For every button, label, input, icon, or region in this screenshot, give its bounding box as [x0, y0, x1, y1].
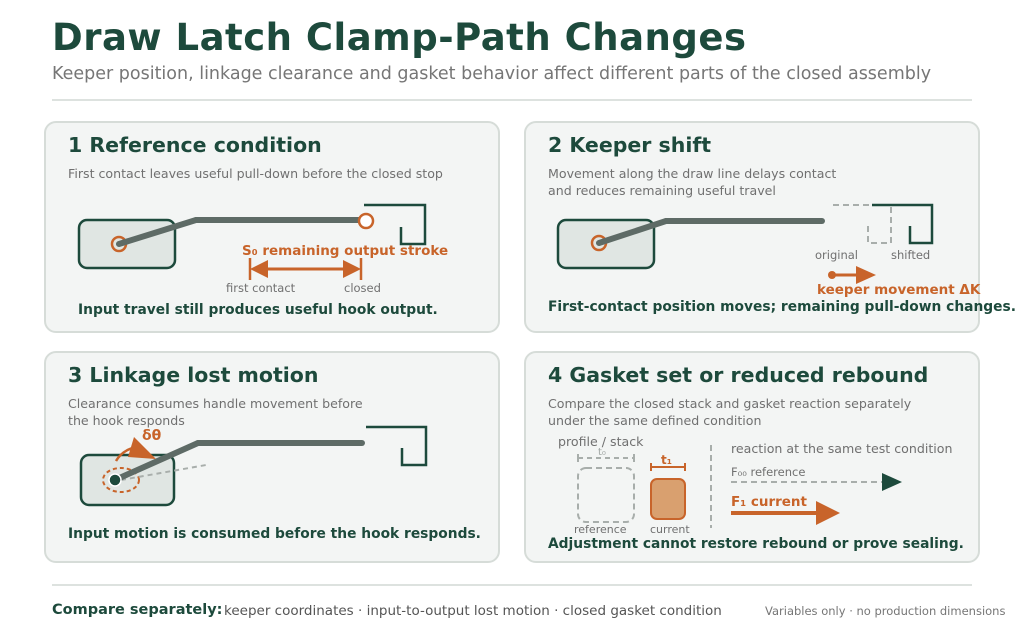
page-title: Draw Latch Clamp-Path Changes — [52, 16, 747, 59]
panel-1-description: First contact leaves useful pull-down be… — [68, 166, 443, 181]
keeper-shift-diagram — [556, 203, 934, 284]
reaction-label: reaction at the same test condition — [731, 441, 953, 456]
movement-arrow-origin — [828, 271, 836, 279]
reference-gasket-profile — [577, 467, 635, 523]
panel-linkage-lost-motion: 3 Linkage lost motion Clearance consumes… — [44, 351, 500, 563]
reference-latch-diagram — [77, 203, 427, 280]
current-gasket-profile — [650, 478, 686, 520]
closed-label: closed — [344, 281, 381, 295]
original-keeper-outline — [833, 204, 892, 244]
footer-compare-items: keeper coordinates · input-to-output los… — [224, 603, 722, 619]
stroke-arrow-right — [343, 260, 361, 278]
panel-4-title: 4 Gasket set or reduced rebound — [548, 363, 929, 387]
linkage-bar — [116, 217, 199, 247]
panel-2-title: 2 Keeper shift — [548, 133, 712, 157]
page-subtitle: Keeper position, linkage clearance and g… — [52, 64, 932, 84]
shifted-label: shifted — [891, 248, 931, 262]
fg1-label: F₁ current — [731, 494, 807, 510]
linkage-bar — [596, 218, 669, 246]
clearance-zone — [102, 467, 140, 493]
profile-stack-label: profile / stack — [558, 434, 644, 449]
fg0-label: F₀₀ reference — [731, 465, 806, 479]
angle-arrow-head — [128, 437, 156, 459]
panel-4-footer: Adjustment cannot restore rebound or pro… — [548, 536, 964, 552]
t0-label: t₀ — [598, 447, 606, 458]
panel-2-footer: First-contact position moves; remaining … — [548, 299, 1016, 315]
first-contact-label: first contact — [226, 281, 296, 295]
handle-body — [79, 453, 176, 507]
footer-divider — [52, 584, 972, 586]
handle-pivot — [108, 473, 122, 487]
keeper-outline — [366, 425, 428, 467]
panel-3-footer: Input motion is consumed before the hook… — [68, 526, 481, 542]
reference-label: reference — [574, 523, 627, 536]
panel-4-description: Compare the closed stack and gasket reac… — [548, 396, 912, 428]
panel-1-footer: Input travel still produces useful hook … — [78, 302, 438, 318]
panel-keeper-shift: 2 Keeper shift Movement along the draw l… — [524, 121, 1016, 333]
gasket-comparison-diagram — [577, 445, 902, 528]
keeper-movement-label: keeper movement ΔK — [817, 282, 981, 298]
footer-compare-label: Compare separately: — [52, 602, 223, 618]
panel-3-title: 3 Linkage lost motion — [68, 363, 319, 387]
original-label: original — [815, 248, 858, 262]
hook-contact-point — [357, 212, 375, 230]
current-force-arrow-head — [816, 501, 840, 525]
panel-gasket-set: 4 Gasket set or reduced rebound Compare … — [524, 351, 980, 563]
remaining-stroke-label: S₀ remaining output stroke — [242, 243, 449, 259]
movement-arrow-head — [856, 266, 876, 284]
footer-note: Variables only · no production dimension… — [765, 604, 1006, 618]
keeper-outline — [364, 203, 427, 246]
linkage-bar — [112, 440, 201, 483]
panel-3-description: Clearance consumes handle movement befor… — [68, 396, 363, 428]
panel-reference-condition: 1 Reference condition First contact leav… — [44, 121, 500, 333]
header-divider — [52, 99, 972, 101]
shifted-keeper-outline — [872, 203, 934, 245]
current-label: current — [650, 523, 690, 536]
t1-label: t₁ — [661, 453, 672, 467]
angle-label: δθ — [142, 428, 162, 444]
panel-1-title: 1 Reference condition — [68, 133, 322, 157]
lost-motion-diagram — [79, 425, 428, 507]
reference-force-arrow-head — [882, 473, 902, 491]
panel-2-description: Movement along the draw line delays cont… — [548, 166, 837, 198]
stroke-arrow-left — [250, 260, 268, 278]
